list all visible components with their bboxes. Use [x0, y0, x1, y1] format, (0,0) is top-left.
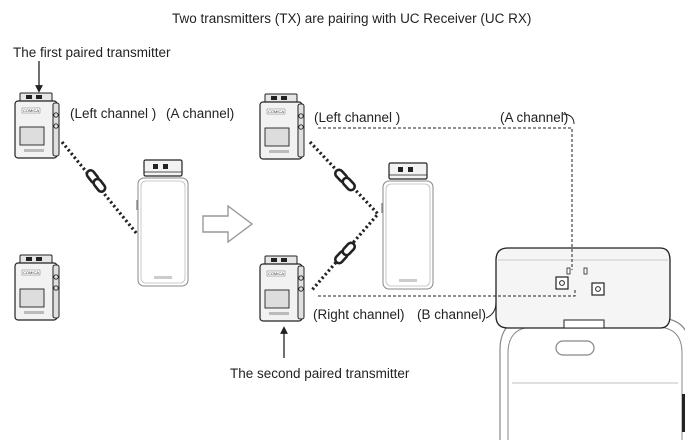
label-first-paired-transmitter: The first paired transmitter: [13, 45, 171, 60]
label-left-channel-after: (Left channel ): [314, 110, 401, 125]
label-left-channel-before: (Left channel ): [70, 106, 157, 121]
channel-b-connector: [318, 289, 576, 297]
label-second-paired-transmitter: The second paired transmitter: [230, 366, 410, 381]
transmitter-brand-text: COMICA: [23, 108, 39, 113]
link-chain-icon: [84, 167, 108, 195]
phone-icon: [136, 159, 189, 287]
arrow-right-icon: [202, 204, 254, 244]
label-b-channel: (B channel): [417, 307, 487, 322]
label-a-connector-curve: [561, 113, 575, 125]
label-a-channel-before: (A channel): [166, 106, 235, 121]
transmitter-brand-text: COMICA: [268, 109, 284, 114]
phone-icon: [381, 162, 434, 290]
diagram-title: Two transmitters (TX) are pairing with U…: [172, 11, 532, 26]
pairing-link-line: [308, 140, 381, 292]
link-chain-icon: [332, 166, 358, 194]
label-b-connector-curve: [485, 301, 497, 319]
transmitter-icon: [14, 254, 60, 321]
label-a-channel-after: (A channel): [500, 110, 569, 125]
transmitter-icon: [259, 93, 305, 160]
link-chain-icon: [332, 239, 358, 267]
transmitter-icon: [14, 92, 60, 159]
transmitter-brand-text: COMICA: [268, 271, 284, 276]
transmitter-icon: [259, 255, 305, 322]
label-right-channel: (Right channel): [313, 307, 405, 322]
receiver-icon: [495, 247, 671, 329]
phone-icon: [499, 317, 685, 440]
transmitter-brand-text: COMICA: [23, 270, 39, 275]
